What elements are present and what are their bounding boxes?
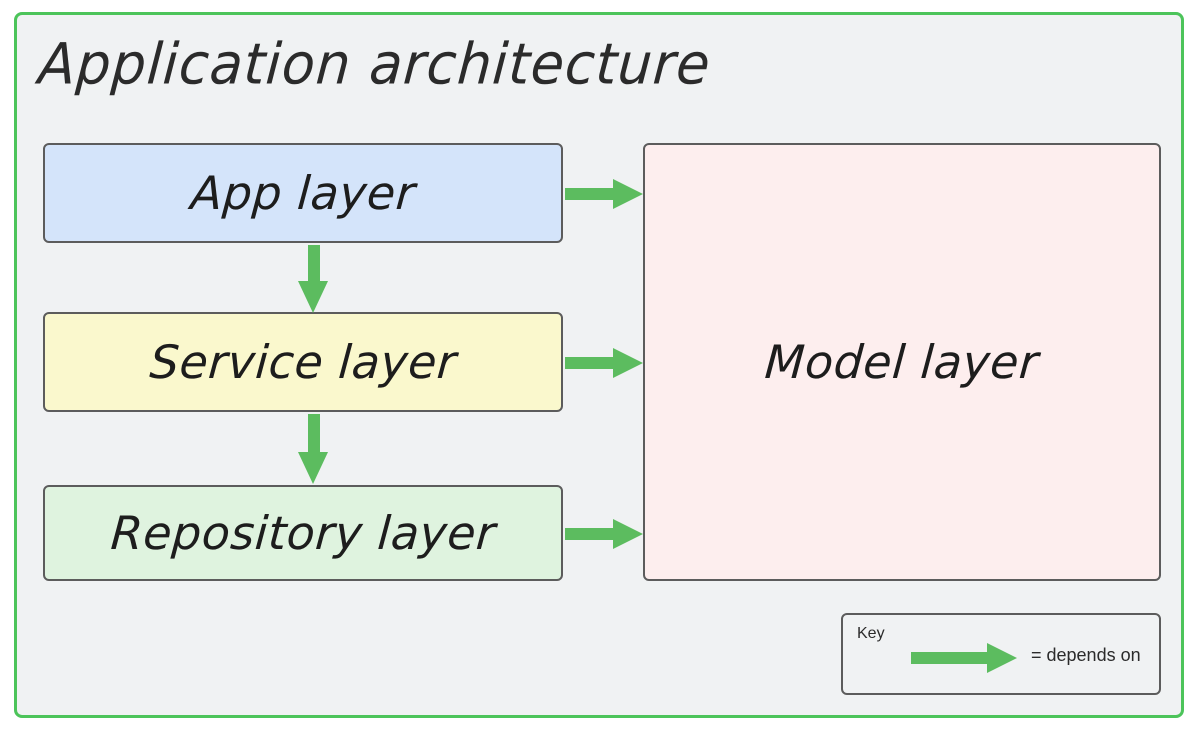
arrow-shaft <box>308 414 320 454</box>
arrow-head <box>613 179 643 209</box>
arrow-head <box>613 348 643 378</box>
arrow-service-to-model-icon <box>565 348 643 378</box>
arrow-head <box>613 519 643 549</box>
arrow-app-to-service-icon <box>298 245 328 313</box>
arrow-head <box>298 452 328 484</box>
arrow-head <box>987 643 1017 673</box>
key-arrow-icon <box>911 643 1021 673</box>
diagram-title: Application architecture <box>36 31 714 98</box>
arrow-app-to-model-icon <box>565 179 643 209</box>
key-legend-box: Key = depends on <box>841 613 1161 695</box>
box-repository-layer-label: Repository layer <box>108 506 498 560</box>
arrow-shaft <box>308 245 320 283</box>
arrow-repository-to-model-icon <box>565 519 643 549</box>
arrow-shaft <box>565 357 615 369</box>
arrow-shaft <box>911 652 989 664</box>
diagram-panel: Application architecture App layer Servi… <box>14 12 1184 718</box>
arrow-shaft <box>565 528 615 540</box>
box-service-layer-label: Service layer <box>147 335 459 389</box>
key-title: Key <box>857 625 885 642</box>
box-model-layer[interactable]: Model layer <box>643 143 1161 581</box>
key-legend-text: = depends on <box>1031 645 1141 665</box>
arrow-head <box>298 281 328 313</box>
box-app-layer[interactable]: App layer <box>43 143 563 243</box>
box-model-layer-label: Model layer <box>763 335 1041 389</box>
box-app-layer-label: App layer <box>188 166 418 220</box>
arrow-shaft <box>565 188 615 200</box>
arrow-service-to-repository-icon <box>298 414 328 484</box>
box-service-layer[interactable]: Service layer <box>43 312 563 412</box>
box-repository-layer[interactable]: Repository layer <box>43 485 563 581</box>
